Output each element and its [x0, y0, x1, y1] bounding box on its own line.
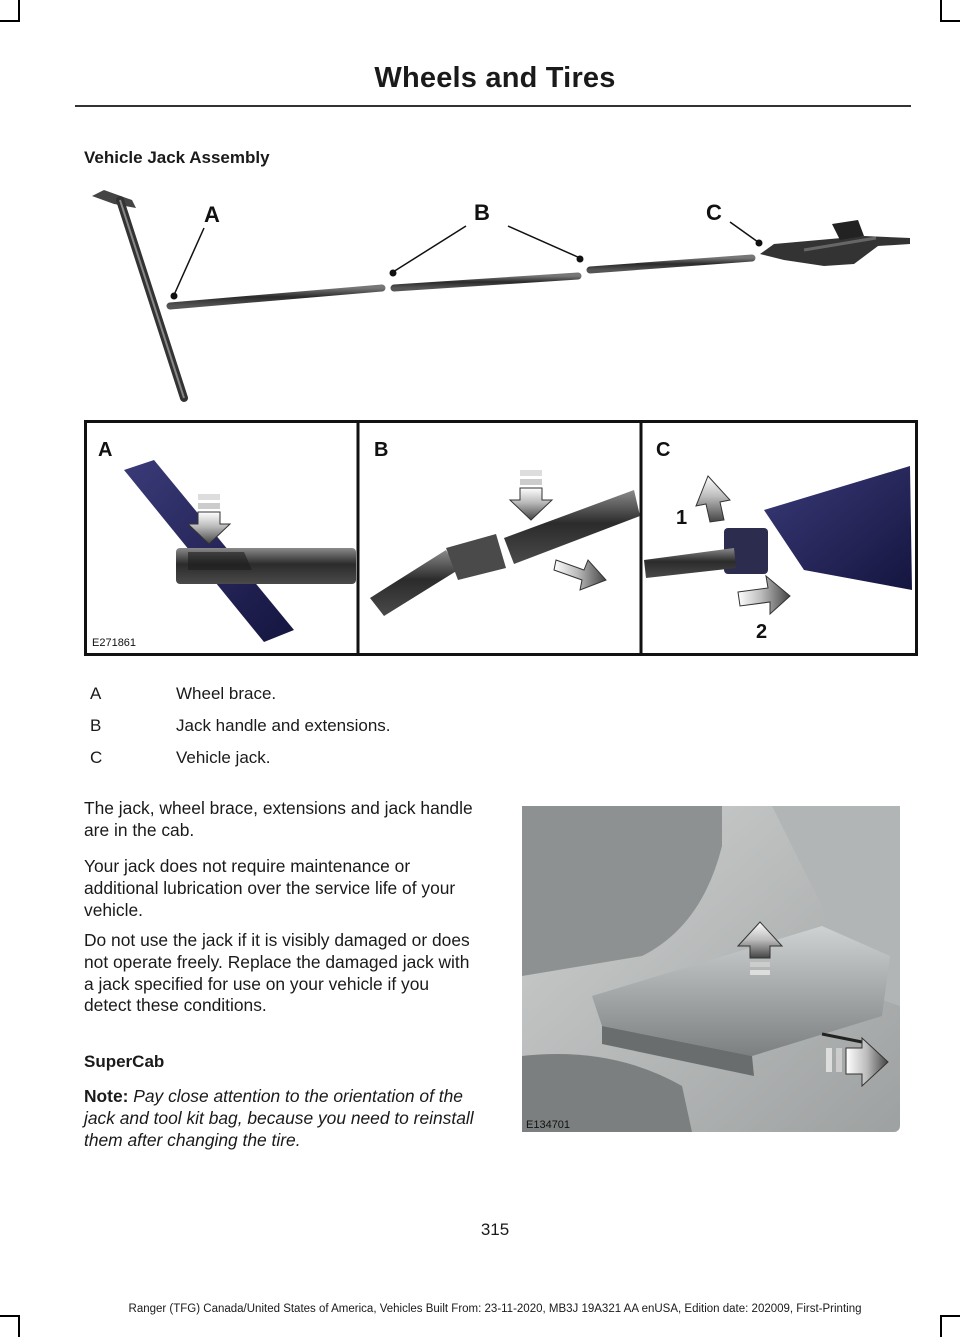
page-title: Wheels and Tires: [374, 62, 616, 94]
up-arrow-icon: [695, 475, 731, 523]
figure-code: E134701: [526, 1119, 570, 1131]
wheel-brace-shape: [92, 190, 188, 402]
legend-key: C: [90, 748, 103, 767]
figure-jack-details: A E271861 B: [84, 420, 918, 656]
crop-mark-top-left-h: [0, 20, 20, 22]
callout-label-b: B: [474, 200, 490, 225]
panel-label-b: B: [374, 439, 388, 461]
page-number: 315: [480, 1220, 510, 1239]
up-arrow-icon: [736, 921, 784, 975]
right-arrow-icon: [737, 574, 791, 616]
legend-row: C Vehicle jack.: [84, 748, 504, 780]
figure-code: E271861: [92, 637, 136, 649]
crop-mark-top-right: [940, 0, 942, 22]
vehicle-jack-shape: [760, 220, 910, 266]
footer: Ranger (TFG) Canada/United States of Ame…: [128, 1303, 862, 1315]
crop-mark-bottom-right-h: [940, 1315, 960, 1317]
callout-label-c: C: [706, 200, 722, 225]
legend-row: A Wheel brace.: [84, 684, 504, 716]
panel-label-c: C: [656, 439, 670, 461]
legend-text: Jack handle and extensions.: [176, 716, 391, 735]
down-arrow-icon: [508, 470, 554, 521]
crop-mark-bottom-left: [18, 1315, 20, 1337]
detail-panel-b: B: [370, 439, 640, 616]
legend-key: B: [90, 716, 102, 735]
jack-handle-extensions-shape: [166, 254, 756, 310]
crop-mark-top-right-h: [940, 20, 960, 22]
detail-panel-c: C 1 2: [644, 439, 912, 643]
legend-key: A: [90, 684, 102, 703]
subheading: SuperCab: [84, 1052, 165, 1071]
step-label-1: 1: [676, 507, 687, 529]
legend-text: Wheel brace.: [176, 684, 277, 703]
down-arrow-icon: [186, 494, 232, 545]
note-text: Pay close attention to the orientation o…: [84, 1086, 474, 1150]
paragraph: The jack, wheel brace, extensions and ja…: [84, 798, 473, 840]
paragraph: Do not use the jack if it is visibly dam…: [84, 930, 470, 1016]
crop-mark-bottom-right: [940, 1315, 942, 1337]
right-arrow-icon: [826, 1036, 889, 1088]
legend: A Wheel brace. B Jack handle and extensi…: [84, 684, 504, 780]
header-rule: [75, 105, 911, 107]
section-title: Vehicle Jack Assembly: [84, 148, 270, 167]
step-label-2: 2: [756, 621, 767, 643]
crop-mark-bottom-left-h: [0, 1315, 20, 1317]
figure-supercab-storage: E134701: [522, 806, 900, 1132]
note-label: Note:: [84, 1086, 129, 1106]
note: Note: Pay close attention to the orienta…: [84, 1086, 476, 1151]
callout-label-a: A: [204, 202, 220, 227]
legend-row: B Jack handle and extensions.: [84, 716, 504, 748]
paragraph: Your jack does not require maintenance o…: [84, 856, 456, 920]
legend-text: Vehicle jack.: [176, 748, 271, 767]
figure-jack-assembly: A B C: [84, 180, 918, 410]
crop-mark-top-left: [18, 0, 20, 22]
right-arrow-icon: [553, 559, 607, 591]
detail-panel-a: A E271861: [92, 439, 356, 649]
panel-label-a: A: [98, 439, 112, 461]
